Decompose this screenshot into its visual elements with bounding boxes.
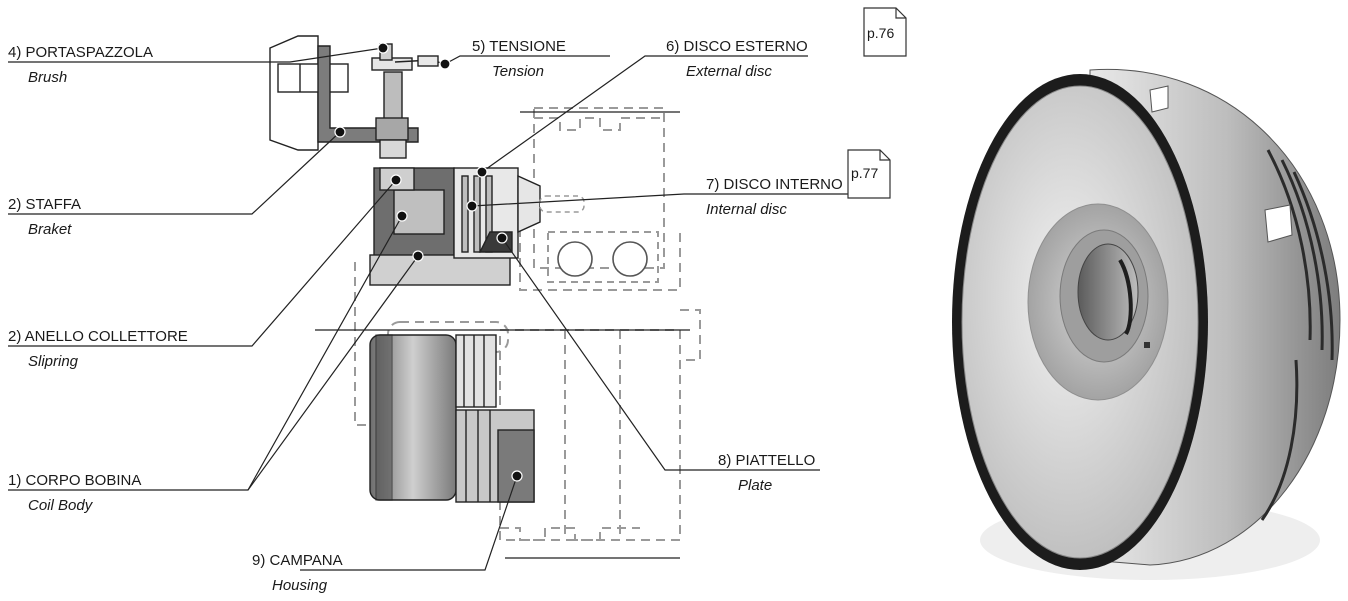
label-coil-body: Coil Body (28, 497, 94, 514)
label-corpo-bobina: 1) CORPO BOBINA (8, 472, 141, 489)
label-portaspazzola: 4) PORTASPAZZOLA (8, 44, 153, 61)
label-external-disc: External disc (686, 63, 772, 80)
callout-portaspazzola: 4) PORTASPAZZOLA Brush (8, 44, 153, 86)
callout-corpo: 1) CORPO BOBINA Coil Body (8, 472, 141, 514)
callout-disco-interno: 7) DISCO INTERNO Internal disc (706, 176, 843, 218)
label-brush: Brush (28, 69, 67, 86)
label-piattello: 8) PIATTELLO (718, 452, 815, 469)
clutch-3d-render (952, 68, 1341, 580)
label-housing: Housing (272, 577, 328, 594)
coil-body-section (369, 167, 585, 286)
label-disco-esterno: 6) DISCO ESTERNO (666, 38, 808, 55)
leader-lines (8, 47, 850, 571)
bearings (547, 231, 659, 283)
label-campana: 9) CAMPANA (252, 552, 343, 569)
callout-piattello: 8) PIATTELLO Plate (718, 452, 815, 494)
label-internal-disc: Internal disc (706, 201, 787, 218)
housing-section (369, 334, 535, 503)
page-ref-77-label: p.77 (851, 165, 878, 181)
page-ref-77: p.77 (847, 149, 891, 199)
label-braket: Braket (28, 221, 72, 238)
label-tensione: 5) TENSIONE (472, 38, 566, 55)
label-slipring: Slipring (28, 353, 79, 370)
callout-staffa: 2) STAFFA Braket (8, 196, 81, 238)
callout-anello: 2) ANELLO COLLETTORE Slipring (8, 328, 188, 370)
label-anello-collettore: 2) ANELLO COLLETTORE (8, 328, 188, 345)
callout-disco-esterno: 6) DISCO ESTERNO External disc (666, 38, 808, 80)
label-plate: Plate (738, 477, 772, 494)
page-ref-76: p.76 (863, 7, 907, 57)
label-tension: Tension (492, 63, 544, 80)
page-ref-76-label: p.76 (867, 25, 894, 41)
callout-dots (334, 42, 523, 482)
label-disco-interno: 7) DISCO INTERNO (706, 176, 843, 193)
axis-lines (315, 111, 690, 559)
bearing-balls (557, 241, 648, 277)
label-staffa: 2) STAFFA (8, 196, 81, 213)
brush-holder (269, 35, 445, 159)
callout-campana: 9) CAMPANA Housing (252, 552, 343, 594)
callout-tensione: 5) TENSIONE Tension (472, 38, 566, 80)
